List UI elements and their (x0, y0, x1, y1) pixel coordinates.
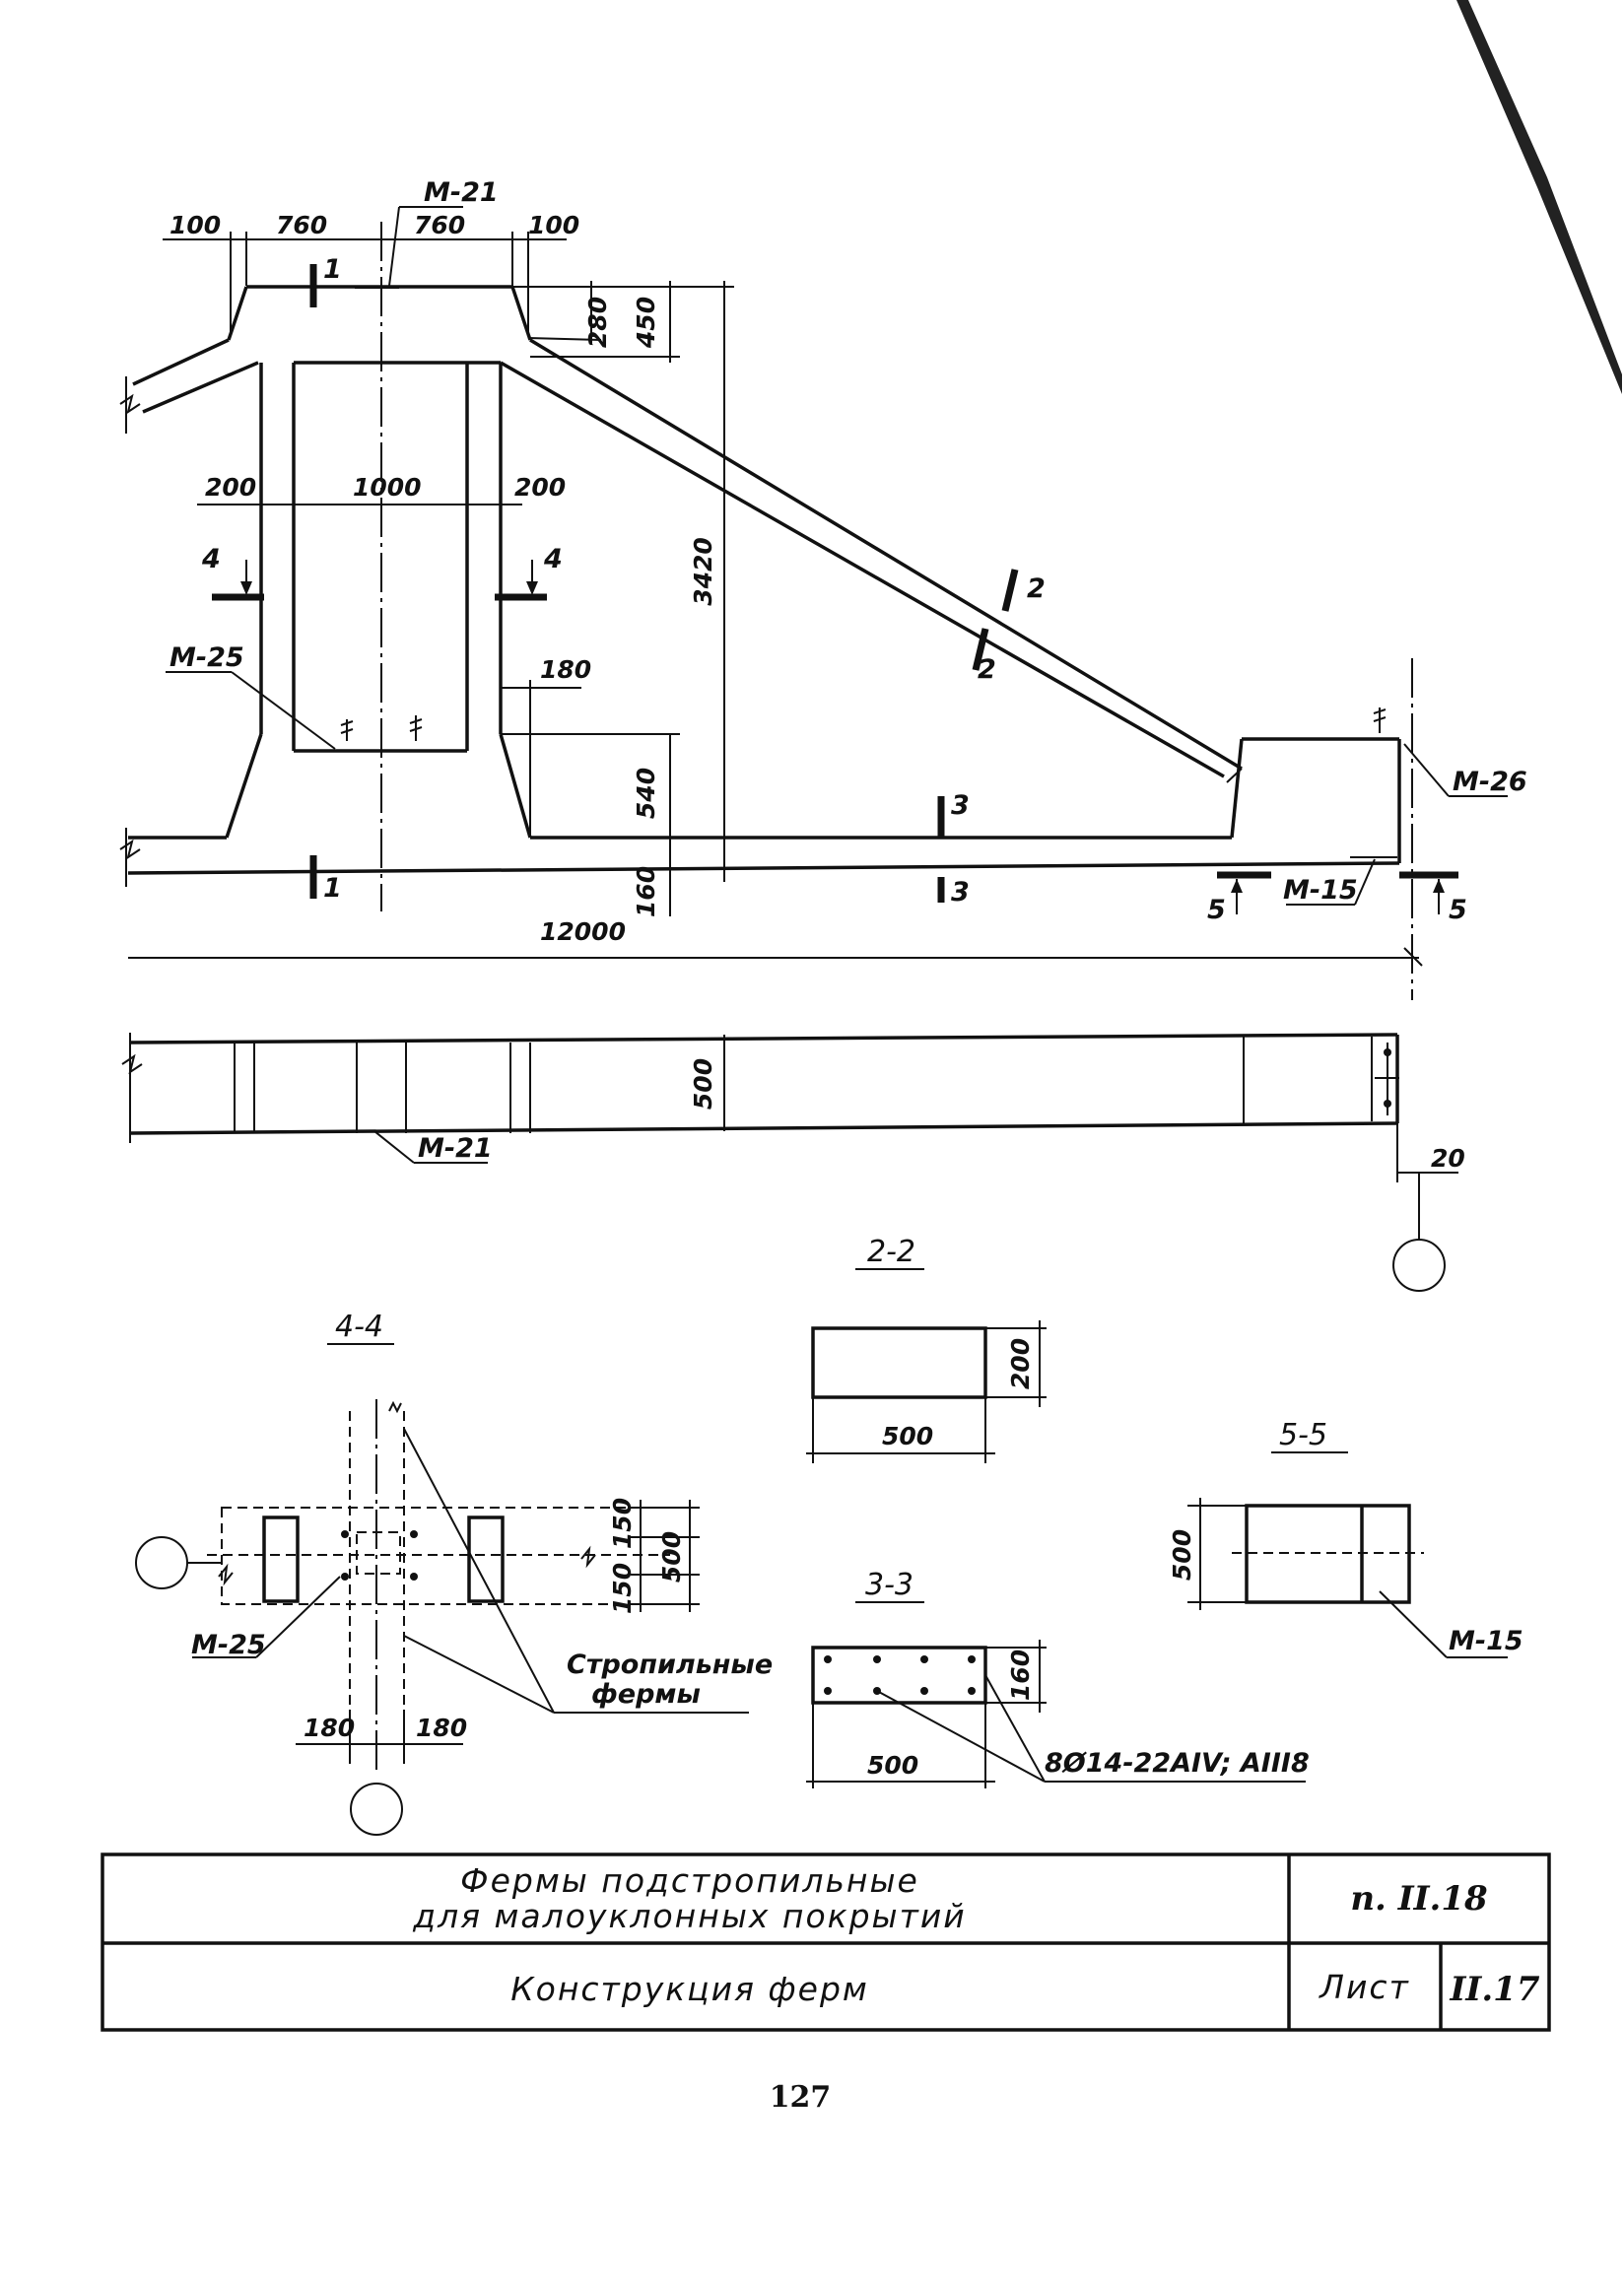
dim-760-left: 760 (276, 211, 327, 239)
section-4-4-dim-180-left: 180 (304, 1714, 355, 1742)
section-4-4-rafter-label-1: Стропильные (567, 1650, 773, 1680)
dim-760-right: 760 (414, 211, 465, 239)
section-2-lower-label: 2 (978, 654, 996, 685)
plan-dim-20: 20 (1431, 1144, 1465, 1173)
scan-edge-shadow (1456, 0, 1622, 394)
section-4-4-title: 4-4 (335, 1310, 383, 1344)
section-3-3-title: 3-3 (865, 1568, 914, 1602)
section-4-4-dim-500: 500 (657, 1531, 686, 1583)
sheet-label: Лист (1319, 1968, 1410, 2006)
truss-elevation: 100 760 760 100 M-21 1 280 450 3420 200 … (119, 177, 1527, 1000)
document-code: п. II.18 (1350, 1879, 1487, 1919)
section-4-4-rafter-label-2: фермы (591, 1679, 701, 1710)
section-4-right-label: 4 (543, 544, 563, 574)
rebar-dots (824, 1655, 976, 1695)
section-3-upper-label: 3 (951, 790, 970, 821)
section-4-4-dim-150-bottom: 150 (608, 1563, 637, 1614)
section-5-left-label: 5 (1207, 895, 1226, 925)
section-3-lower-label: 3 (951, 877, 970, 908)
title-block: Фермы подстропильные для малоуклонных по… (101, 1852, 1551, 2032)
section-3-3-width: 500 (867, 1751, 918, 1780)
dim-1000: 1000 (353, 473, 422, 502)
subtitle: Конструкция ферм (510, 1970, 869, 2008)
title-line-1: Фермы подстропильные (460, 1861, 919, 1900)
page-number: 127 (770, 2080, 832, 2115)
dim-160: 160 (632, 866, 660, 917)
plan-mark-m21: M-21 (418, 1133, 493, 1164)
title-line-2: для малоуклонных покрытий (412, 1897, 966, 1935)
dim-200-left: 200 (205, 473, 256, 502)
dim-12000: 12000 (540, 917, 626, 946)
section-2-2-title: 2-2 (867, 1235, 915, 1269)
section-1-top-label: 1 (323, 254, 342, 285)
section-3-3-rebar-spec: 8Ø14-22AIV; AIII8 (1045, 1748, 1310, 1779)
section-5-5-title: 5-5 (1279, 1418, 1327, 1452)
sheet-number: II.17 (1450, 1970, 1540, 2009)
dim-540: 540 (632, 768, 660, 819)
section-4-left-label: 4 (201, 544, 221, 574)
dim-3420: 3420 (689, 537, 717, 606)
section-4-4-mark-m25: M-25 (191, 1630, 266, 1660)
dim-180: 180 (540, 655, 591, 684)
mark-m21-top: M-21 (424, 177, 499, 208)
mark-m26: M-26 (1453, 767, 1527, 797)
section-4-4: 4-4 150 500 150 (135, 1310, 773, 1836)
section-2-upper-label: 2 (1027, 573, 1046, 604)
section-4-4-dim-180-right: 180 (416, 1714, 467, 1742)
section-5-right-label: 5 (1449, 895, 1467, 925)
section-5-5: 5-5 500 M-15 (1168, 1418, 1523, 1658)
dim-450: 450 (632, 297, 660, 349)
axis-bubble-left (135, 1536, 188, 1589)
section-5-5-mark-m15: M-15 (1449, 1626, 1523, 1656)
section-4-4-dim-150-top: 150 (608, 1498, 637, 1549)
dim-200-right: 200 (514, 473, 566, 502)
dim-100-right: 100 (528, 211, 579, 239)
section-3-3: 3-3 500 160 8Ø14-22AIV; AIII8 (806, 1568, 1310, 1788)
dim-280: 280 (583, 297, 612, 348)
mark-m25-elev: M-25 (169, 642, 244, 673)
section-1-bottom-label: 1 (323, 873, 342, 904)
dim-100-left: 100 (169, 211, 221, 239)
axis-bubble-right (1392, 1239, 1446, 1292)
section-3-3-height: 160 (1006, 1650, 1035, 1701)
section-2-2-height: 200 (1006, 1338, 1035, 1389)
section-5-5-height: 500 (1168, 1529, 1196, 1581)
section-2-2-width: 500 (882, 1422, 933, 1450)
truss-plan: 500 M-21 20 (121, 1033, 1465, 1292)
mark-m15-elev: M-15 (1283, 875, 1358, 906)
plan-dim-500: 500 (689, 1058, 717, 1110)
section-2-2: 2-2 500 200 (806, 1235, 1047, 1463)
axis-bubble-bottom (350, 1783, 403, 1836)
